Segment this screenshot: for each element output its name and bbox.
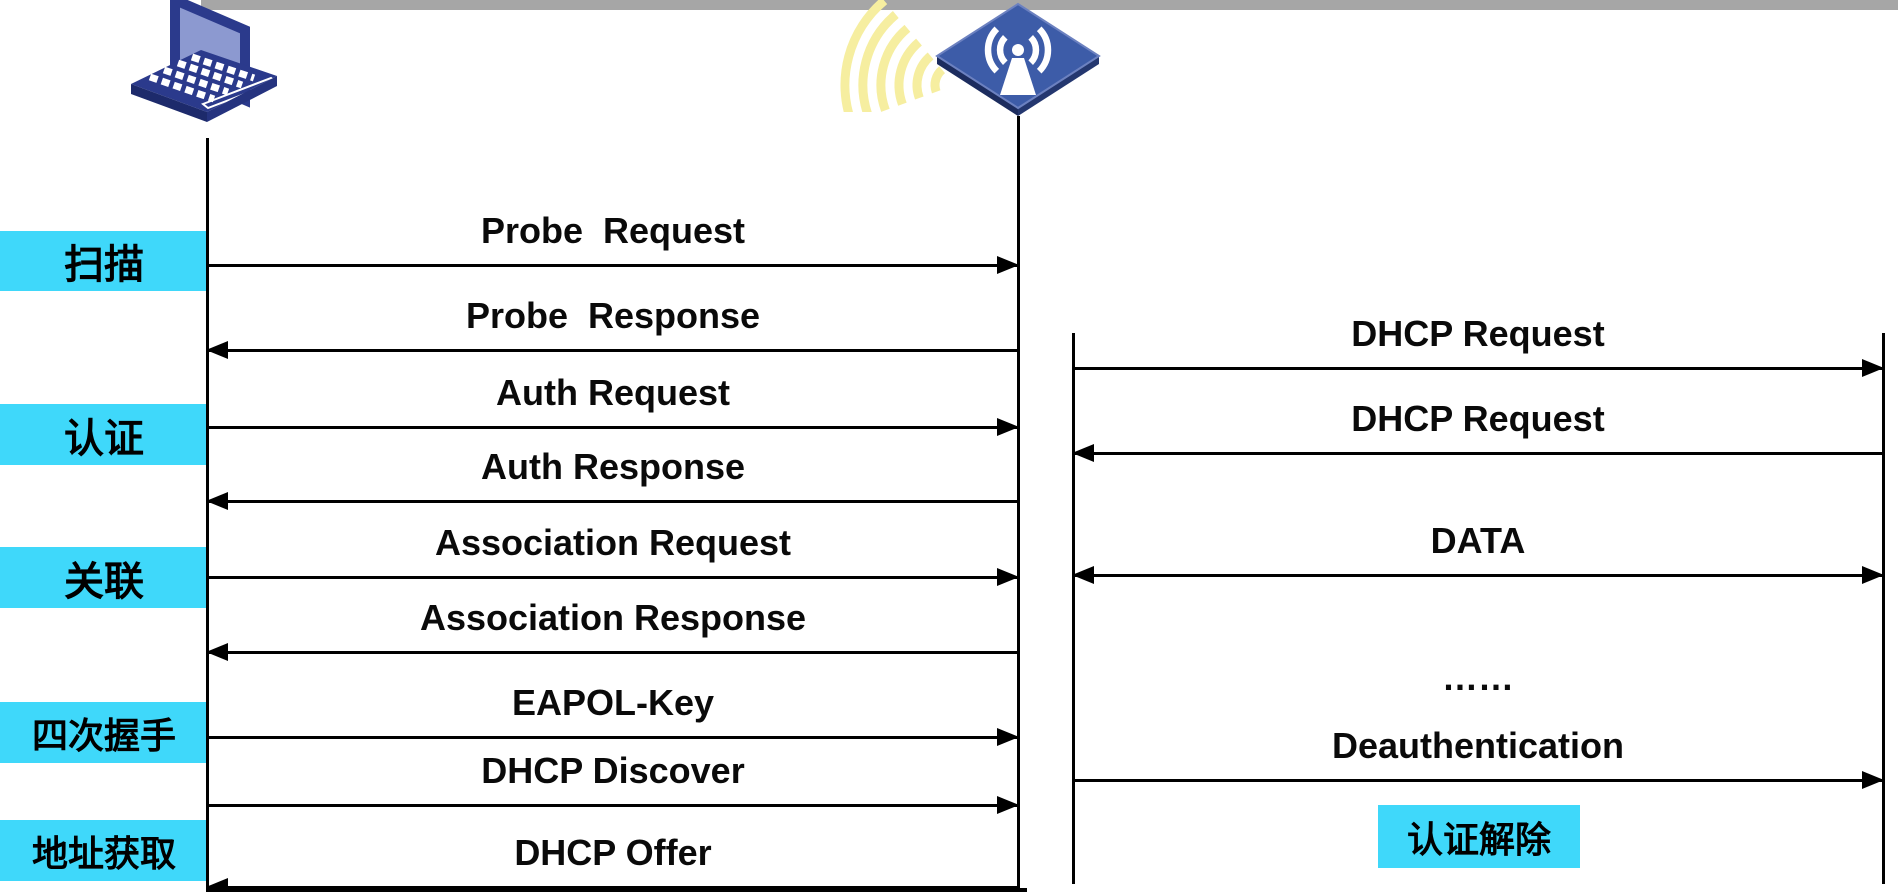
message-label: DHCP Discover	[481, 750, 745, 791]
arrowhead-right-icon	[997, 567, 1019, 586]
message-label: DHCP Request	[1351, 313, 1605, 354]
phase-label: 四次握手	[0, 702, 208, 763]
message-arrow-left	[206, 642, 1018, 661]
message-arrow-right	[1073, 770, 1884, 789]
message-arrow-right	[1073, 358, 1884, 377]
phase-label: 扫描	[0, 231, 208, 291]
arrowhead-right-icon	[1862, 358, 1884, 377]
phase-label: 认证	[0, 404, 208, 465]
message-label: Association Request	[434, 522, 792, 563]
message-label: Auth Response	[480, 446, 746, 487]
message-arrow-left	[1072, 443, 1883, 462]
arrowhead-right-icon	[997, 795, 1019, 814]
right-client-lifeline	[1072, 333, 1075, 884]
right-ap-lifeline	[1882, 333, 1885, 884]
wifi-waves-icon	[840, 0, 946, 112]
message-arrow-right	[207, 567, 1019, 586]
ap-lifeline	[1017, 116, 1020, 892]
deauth-phase-label: 认证解除	[1378, 805, 1580, 868]
arrowhead-right-icon	[997, 255, 1019, 274]
arrowhead-left-icon	[1072, 443, 1094, 462]
cutoff-partial-arrow	[207, 888, 1027, 892]
arrowhead-right-icon	[1862, 565, 1884, 584]
message-arrow-both	[1072, 565, 1884, 584]
access-point-icon	[935, 2, 1101, 116]
client-lifeline	[206, 138, 209, 892]
phase-label: 关联	[0, 547, 208, 608]
message-label: Association Response	[419, 597, 807, 638]
message-arrow-right	[207, 795, 1019, 814]
arrowhead-right-icon	[1862, 770, 1884, 789]
message-label: Probe Response	[465, 295, 761, 336]
message-arrow-right	[207, 417, 1019, 436]
message-label: DATA	[1430, 520, 1526, 561]
message-label: Auth Request	[496, 372, 730, 413]
message-arrow-left	[206, 340, 1018, 359]
laptop-icon	[131, 0, 278, 122]
arrowhead-left-icon	[206, 340, 228, 359]
arrowhead-right-icon	[997, 417, 1019, 436]
message-arrow-left	[206, 491, 1018, 510]
arrowhead-right-icon	[997, 727, 1019, 746]
message-arrow-right	[207, 727, 1019, 746]
window-top-bar	[201, 0, 1898, 10]
message-label: Probe Request	[480, 210, 746, 251]
arrowhead-left-icon	[1072, 565, 1094, 584]
phase-label: 地址获取	[0, 820, 208, 881]
arrowhead-left-icon	[206, 491, 228, 510]
arrowhead-left-icon	[206, 642, 228, 661]
message-label: ……	[1442, 657, 1514, 698]
message-arrow-right	[207, 255, 1019, 274]
message-label: DHCP Offer	[514, 832, 712, 873]
message-label: DHCP Request	[1351, 398, 1605, 439]
message-label: EAPOL-Key	[511, 682, 715, 723]
message-label: Deauthentication	[1331, 725, 1625, 766]
